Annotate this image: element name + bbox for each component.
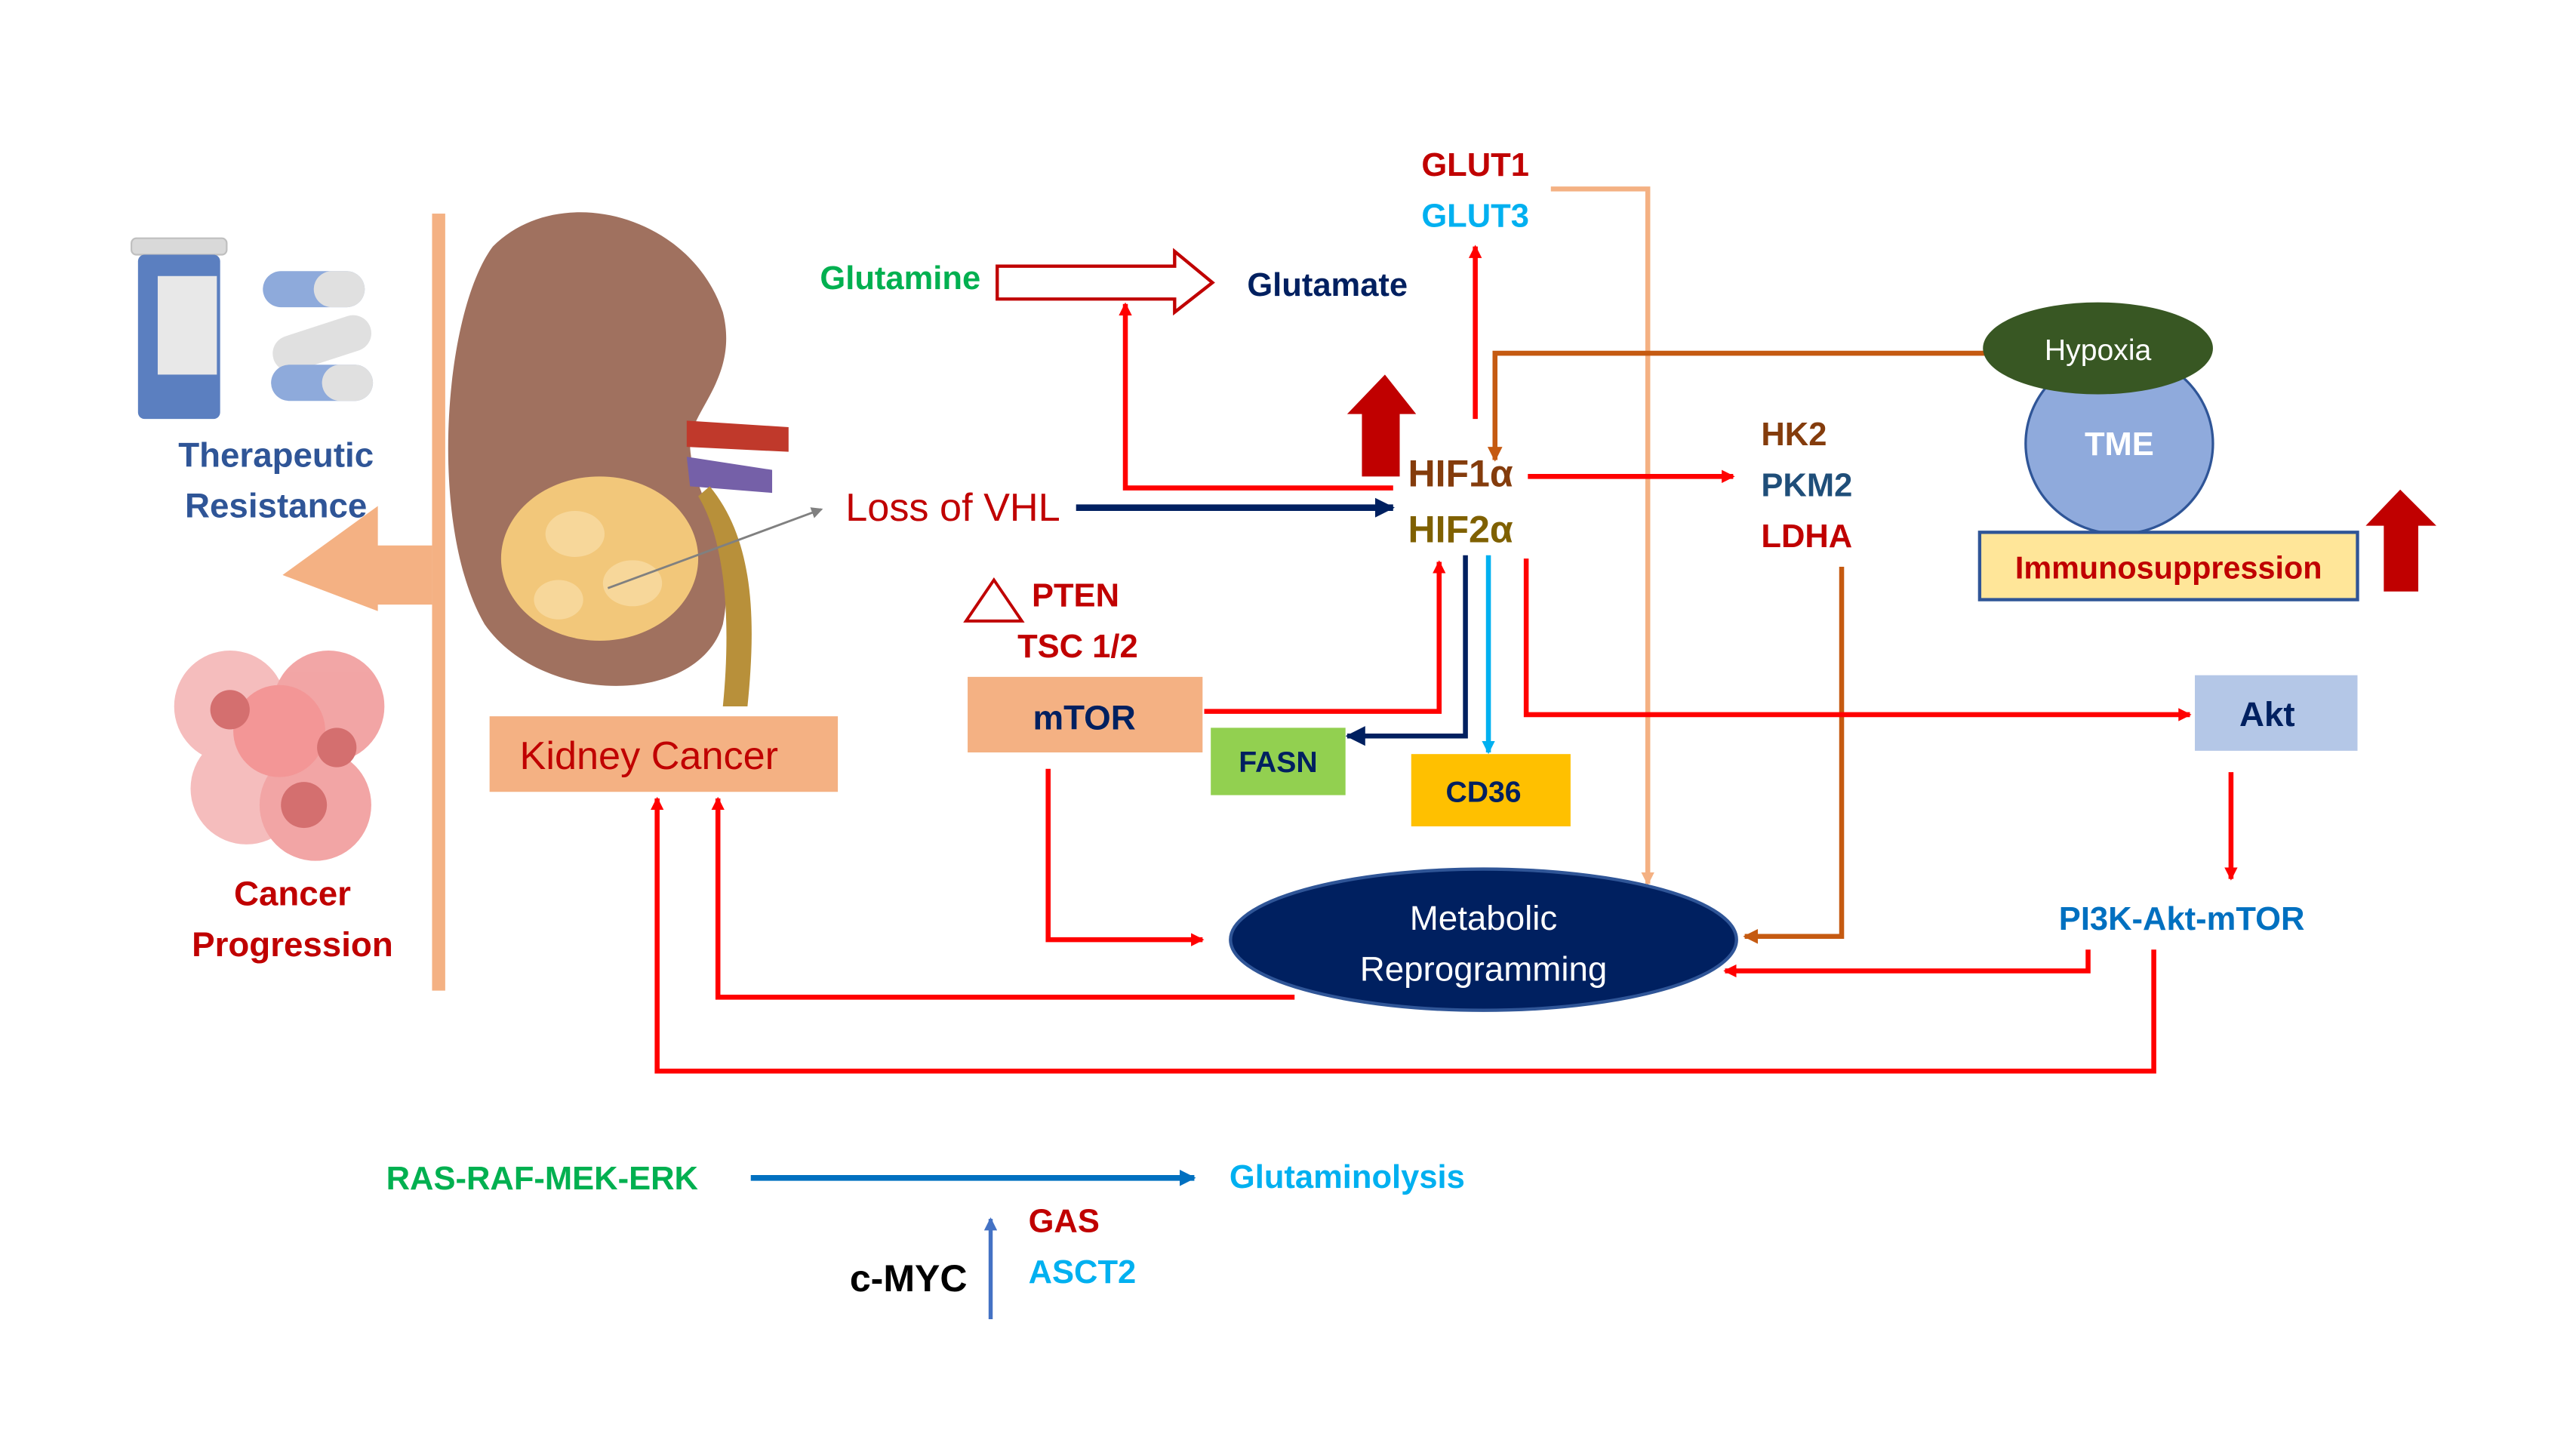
kidney-icon [448, 212, 789, 707]
ldha-label: LDHA [1761, 518, 1852, 555]
cd36-label: CD36 [1445, 776, 1521, 808]
immunosuppression-label: Immunosuppression [2015, 550, 2322, 585]
metabolic-reprogramming-ellipse[interactable] [1229, 867, 1738, 1012]
mtor-label: mTOR [1033, 699, 1135, 737]
immunosuppression-up-arrow [2365, 489, 2436, 592]
tme-label: TME [2085, 426, 2154, 463]
kidney-cancer-box[interactable] [489, 716, 839, 792]
hypoxia-ellipse[interactable] [1983, 302, 2213, 395]
left-block-arrow [282, 506, 432, 611]
mtor-box[interactable] [968, 676, 1203, 753]
glut1-label: GLUT1 [1421, 147, 1529, 183]
hk2-label: HK2 [1761, 417, 1827, 453]
ldha-to-metabolic-arrow [1743, 567, 1845, 944]
hypoxia-to-hif-arrow [1487, 350, 1988, 462]
hif-to-fasn-arrow [1345, 555, 1468, 746]
hif-to-akt-arrow [1523, 558, 2192, 721]
pten-label: PTEN [1032, 577, 1119, 614]
immunosuppression-box[interactable] [1977, 531, 2359, 601]
tsc-label: TSC 1/2 [1017, 629, 1138, 665]
fasn-label: FASN [1239, 746, 1317, 779]
metabolic-reprogramming-label: Metabolic [1410, 899, 1558, 937]
gas-label: GAS [1029, 1204, 1100, 1240]
mtor-to-metabolic-arrow [1045, 768, 1205, 946]
capsules-icon [263, 271, 374, 401]
ras-raf-mek-erk-label: RAS-RAF-MEK-ERK [386, 1161, 699, 1197]
mtor-to-hif-arrow [1204, 560, 1446, 714]
hypoxia-label: Hypoxia [2045, 334, 2152, 367]
pkm2-label: PKM2 [1761, 467, 1852, 503]
hif-up-arrow [1346, 374, 1417, 477]
hif-to-glutamine-arrow [1119, 302, 1393, 491]
cancer-progression-label-2: Progression [192, 925, 393, 964]
therapeutic-resistance-label: Therapeutic [178, 435, 374, 474]
therapeutic-resistance-label-2: Resistance [185, 487, 367, 525]
glut3-label: GLUT3 [1421, 198, 1529, 234]
divider-bar [432, 214, 445, 991]
glut-to-metabolic-arrow [1550, 186, 1654, 886]
delta-triangle-icon [963, 577, 1025, 623]
vhl-pointer-arrow [607, 507, 823, 589]
glutamate-label: Glutamate [1247, 267, 1408, 303]
hif2a-label: HIF2α [1408, 508, 1513, 550]
pill-bottle-icon [131, 237, 228, 420]
metabolic-reprogramming-label-2: Reprogramming [1360, 950, 1608, 989]
glutamine-label: Glutamine [820, 260, 980, 297]
cancer-progression-label: Cancer [234, 874, 351, 912]
loss-of-vhl-label: Loss of VHL [845, 486, 1060, 530]
pi3k-akt-mtor-label: PI3K-Akt-mTOR [2059, 901, 2305, 937]
kidney-cancer-label: Kidney Cancer [520, 734, 779, 778]
cmyc-label: c-MYC [850, 1257, 968, 1300]
glutamine-to-glutamate-hollow-arrow [996, 248, 1215, 316]
glutaminolysis-label: Glutaminolysis [1230, 1159, 1465, 1195]
akt-box[interactable] [2195, 675, 2358, 751]
cancer-cells-icon [174, 651, 385, 861]
fasn-box[interactable] [1211, 728, 1346, 795]
akt-label: Akt [2239, 695, 2295, 734]
pi3k-to-kidney-cancer-arrow [650, 796, 2156, 1074]
cd36-box[interactable] [1411, 754, 1571, 826]
pi3k-to-metabolic-arrow [1723, 949, 2091, 978]
asct2-label: ASCT2 [1029, 1254, 1137, 1291]
metabolic-to-kidney-cancer-arrow [711, 796, 1295, 1000]
